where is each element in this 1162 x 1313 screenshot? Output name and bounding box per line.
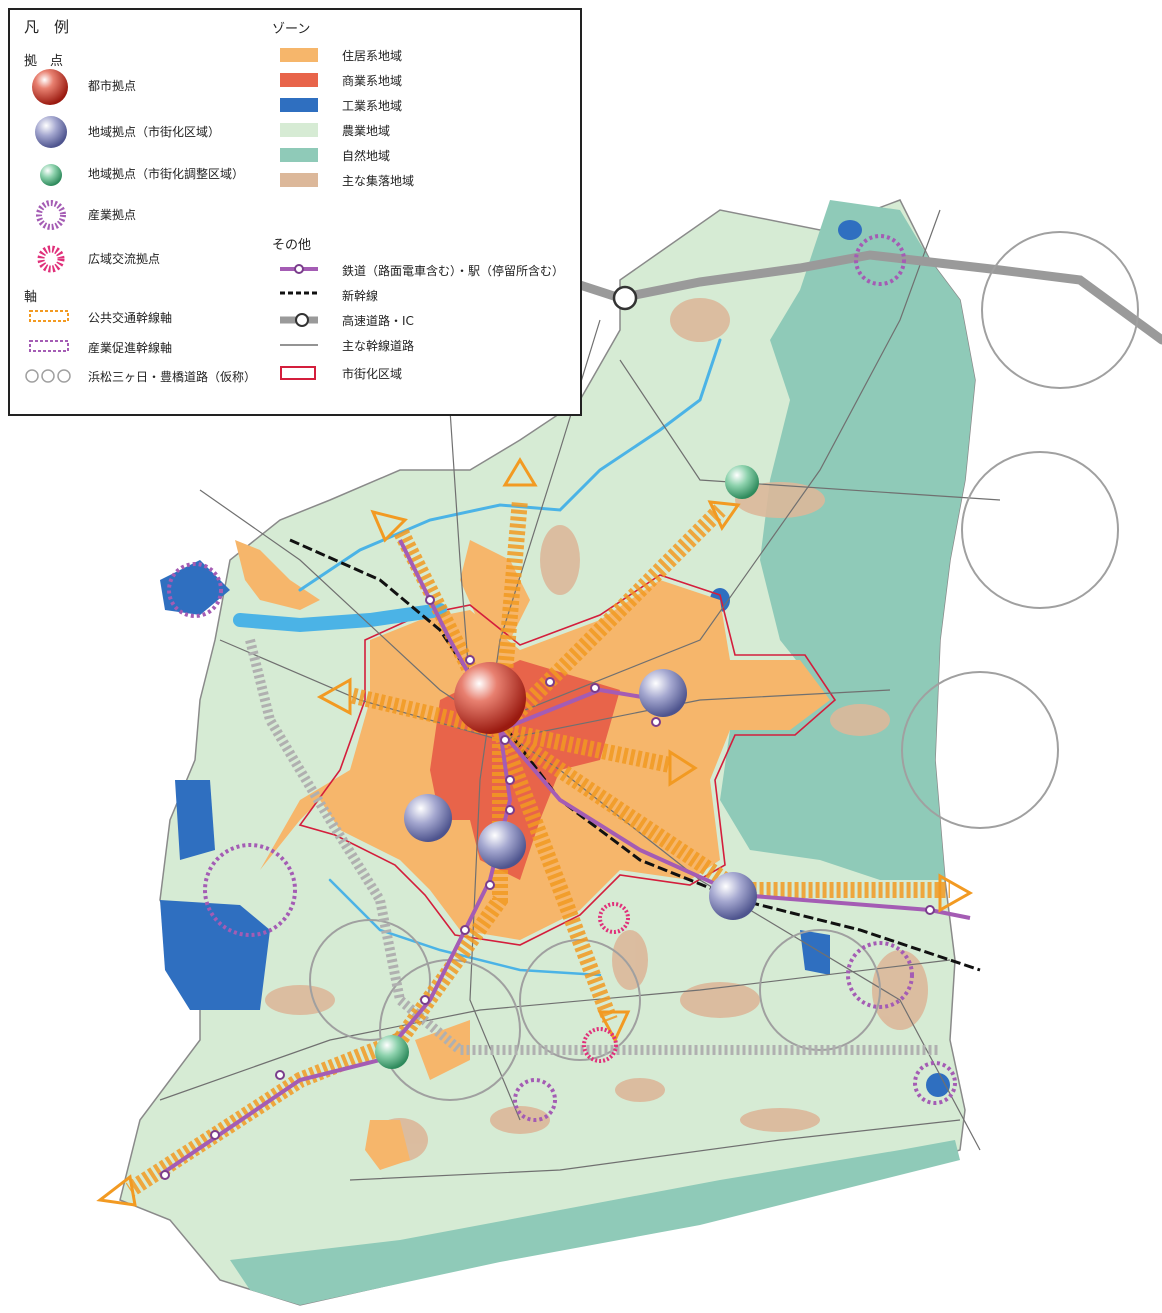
- wide-exchange-center-legend-icon: [37, 245, 65, 273]
- rivers: [233, 338, 722, 977]
- residential-zone-nw: [235, 540, 320, 610]
- regional-center-control-legend-icon: [40, 164, 62, 186]
- axis-arrowheads: [96, 457, 974, 1207]
- railway-legend-icon: [280, 264, 318, 274]
- legend-wide-exchange-center: 広域交流拠点: [88, 252, 161, 266]
- natural-zone-coast: [230, 1140, 960, 1305]
- legend-regional-center-control: 地域拠点（市街化調整区域）: [88, 167, 245, 181]
- villages-swatch: [280, 173, 318, 187]
- urban-center-legend-icon: [32, 69, 68, 105]
- legend-shinkansen: 新幹線: [342, 289, 379, 303]
- expressway: [575, 250, 1162, 345]
- urbanization-area-swatch: [280, 366, 316, 380]
- agricultural-swatch: [280, 123, 318, 137]
- natural-swatch: [280, 148, 318, 162]
- planned-road-line: [245, 638, 940, 1055]
- legend-residential: 住居系地域: [342, 49, 403, 63]
- shinkansen-legend-icon: [280, 291, 318, 295]
- legend-title: 凡 例: [24, 18, 70, 36]
- stations: [160, 595, 935, 1180]
- industry-promotion-axis-legend-icon: [29, 340, 69, 352]
- interchange-icon: [612, 285, 638, 311]
- residential-swatch: [280, 48, 318, 62]
- legend-road-hamamatsu-toyohashi: 浜松三ヶ日・豊橋道路（仮称）: [88, 370, 257, 384]
- legend-commercial: 商業系地域: [342, 74, 403, 88]
- commercial-swatch: [280, 73, 318, 87]
- wide-exchange-node-icons: [582, 902, 630, 1063]
- regional-center-legend-icon: [35, 116, 67, 148]
- legend-nodes-heading: 拠 点: [24, 54, 64, 69]
- legend-natural: 自然地域: [342, 149, 391, 163]
- urban-center-icon: [454, 662, 526, 734]
- legend-villages: 主な集落地域: [342, 174, 415, 188]
- legend-urban-center: 都市拠点: [88, 79, 137, 93]
- legend-axes-heading: 軸: [24, 290, 38, 305]
- legend-railway: 鉄道（路面電車含む）・駅（停留所含む）: [342, 264, 565, 278]
- industrial-zones: [160, 220, 950, 1097]
- legend-zones-heading: ゾーン: [272, 22, 311, 37]
- legend-public-transit-axis: 公共交通幹線軸: [88, 311, 173, 325]
- industrial-center-legend-icon: [36, 200, 66, 230]
- expressway-legend-icon: [280, 313, 318, 327]
- public-transit-axis-legend-icon: [29, 310, 69, 322]
- regional-center-icons: [404, 669, 757, 920]
- legend-industry-promotion-axis: 産業促進幹線軸: [88, 341, 173, 355]
- map-legend: 凡 例 拠 点 都市拠点 地域拠点（市街化区域） 地域拠点（市街化調整区域） 産…: [8, 8, 582, 416]
- legend-agricultural: 農業地域: [342, 124, 391, 138]
- legend-expressway: 高速道路・IC: [342, 314, 414, 328]
- main-road-legend-icon: [280, 344, 318, 346]
- legend-other-heading: その他: [272, 238, 312, 253]
- legend-industrial-center: 産業拠点: [88, 208, 137, 222]
- industrial-node-icons: [167, 234, 957, 1122]
- legend-urbanization-area: 市街化区域: [342, 367, 403, 381]
- legend-industrial: 工業系地域: [342, 99, 403, 113]
- village-zones: [265, 298, 928, 1162]
- regional-center-control-icons: [375, 465, 759, 1069]
- legend-main-road: 主な幹線道路: [342, 339, 415, 353]
- industrial-swatch: [280, 98, 318, 112]
- residential-zone-south: [365, 1020, 470, 1170]
- planned-road-legend-icon: [25, 369, 71, 383]
- legend-regional-center-urban: 地域拠点（市街化区域）: [88, 125, 221, 139]
